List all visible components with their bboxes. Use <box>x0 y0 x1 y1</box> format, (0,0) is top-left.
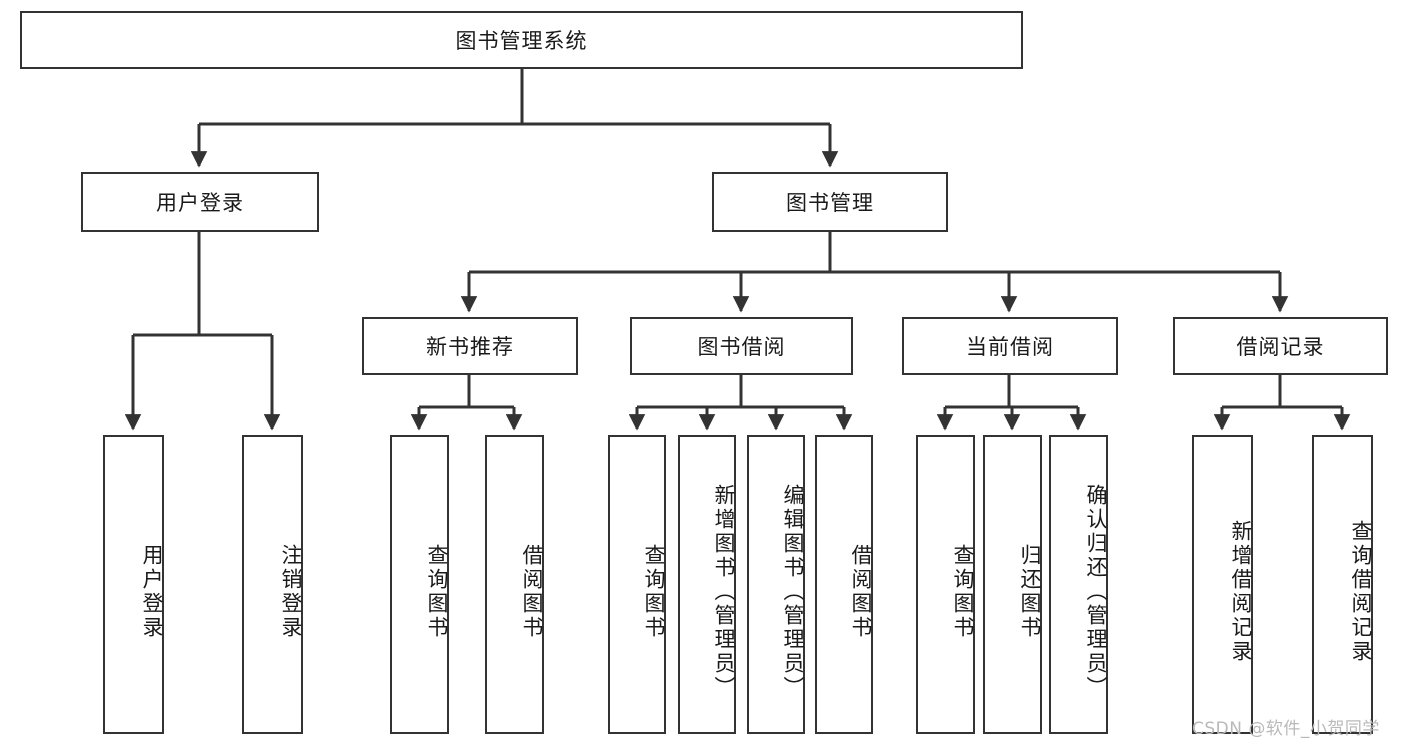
node-label: 借阅图书 <box>520 543 544 640</box>
node-label: 查询图书 <box>642 543 666 640</box>
node-book-borrow[interactable]: 图书借阅 <box>630 317 853 375</box>
node-leaf-borrow-book-recommend[interactable]: 借阅图书 <box>485 435 544 734</box>
node-label: 新增借阅记录 <box>1229 519 1253 664</box>
node-label: 用户登录 <box>140 543 164 640</box>
node-leaf-edit-book-admin[interactable]: 编辑图书（管理员） <box>747 435 805 734</box>
node-label: 图书借阅 <box>697 335 786 359</box>
node-new-book-recommend[interactable]: 新书推荐 <box>362 317 578 375</box>
node-label: 借阅图书 <box>849 543 873 640</box>
node-label: 查询图书 <box>951 543 975 640</box>
node-leaf-return-book[interactable]: 归还图书 <box>983 435 1042 734</box>
node-label: 用户登录 <box>156 191 244 215</box>
node-label: 编辑图书（管理员） <box>781 483 805 700</box>
node-label: 归还图书 <box>1018 543 1042 640</box>
node-book-manage[interactable]: 图书管理 <box>712 172 948 232</box>
node-leaf-query-book-borrow[interactable]: 查询图书 <box>608 435 666 734</box>
node-label: 图书管理 <box>786 191 874 215</box>
node-label: 当前借阅 <box>966 335 1054 359</box>
node-leaf-query-book-recommend[interactable]: 查询图书 <box>390 435 449 734</box>
node-user-login[interactable]: 用户登录 <box>81 172 319 232</box>
node-label: 图书管理系统 <box>455 29 588 53</box>
node-root-system[interactable]: 图书管理系统 <box>20 11 1023 69</box>
node-leaf-confirm-return-admin[interactable]: 确认归还（管理员） <box>1049 435 1108 734</box>
node-leaf-query-borrow-record[interactable]: 查询借阅记录 <box>1312 435 1373 734</box>
node-current-borrow[interactable]: 当前借阅 <box>902 317 1118 375</box>
watermark-csdn: CSDN @软件_小贺同学 <box>1192 719 1380 739</box>
node-label: 新书推荐 <box>426 335 514 359</box>
node-borrow-record[interactable]: 借阅记录 <box>1173 317 1388 375</box>
node-label: 确认归还（管理员） <box>1084 483 1108 700</box>
node-leaf-add-book-admin[interactable]: 新增图书（管理员） <box>678 435 736 734</box>
node-label: 新增图书（管理员） <box>712 483 736 700</box>
node-label: 查询借阅记录 <box>1349 519 1373 664</box>
node-label: 借阅记录 <box>1236 335 1325 359</box>
node-leaf-user-login[interactable]: 用户登录 <box>103 435 164 734</box>
node-leaf-logout[interactable]: 注销登录 <box>242 435 303 734</box>
node-label: 查询图书 <box>425 543 449 640</box>
node-leaf-borrow-book[interactable]: 借阅图书 <box>815 435 873 734</box>
node-leaf-add-borrow-record[interactable]: 新增借阅记录 <box>1192 435 1253 734</box>
node-leaf-query-book-current[interactable]: 查询图书 <box>916 435 975 734</box>
node-label: 注销登录 <box>279 543 303 640</box>
